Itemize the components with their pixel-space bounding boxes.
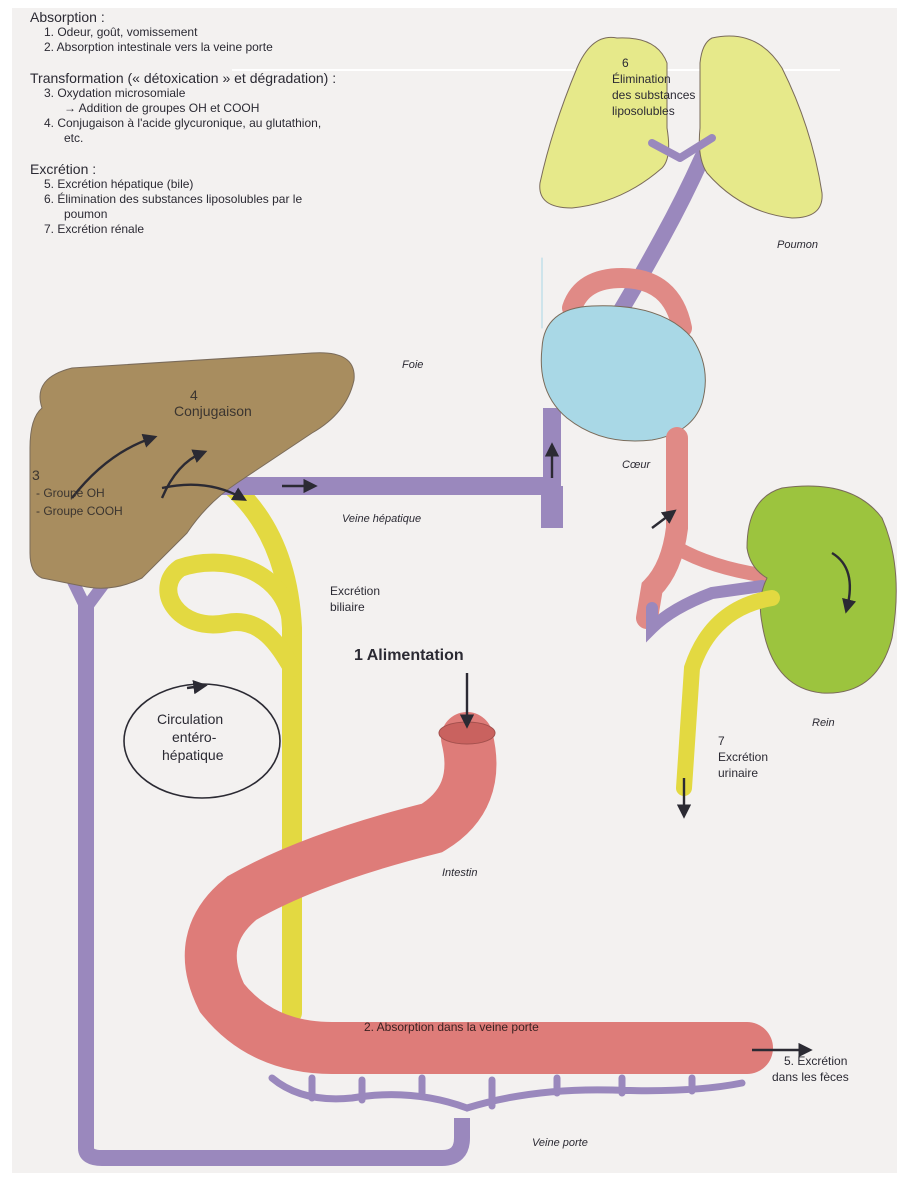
conjugaison-label: Conjugaison [174, 404, 252, 419]
oxidation-step-number: 3 [32, 468, 40, 483]
transformation-title: Transformation (« détoxication » et dégr… [30, 71, 550, 86]
groupe-oh-label: - Groupe OH [36, 486, 105, 501]
left-lung [540, 37, 669, 208]
lung-number: 6 [622, 56, 629, 71]
kidney-shape [747, 486, 896, 693]
rein-label: Rein [812, 716, 835, 731]
circulation-line3: hépatique [162, 748, 224, 763]
excretion-urinaire-line2: urinaire [718, 766, 758, 781]
legend-item-5: 5. Excrétion hépatique (bile) [30, 177, 550, 192]
intestine-opening [439, 722, 495, 744]
circulation-line1: Circulation [157, 712, 223, 727]
legend-item-6: 6. Élimination des substances liposolubl… [30, 192, 550, 207]
excretion-title: Excrétion : [30, 162, 550, 177]
alimentation-label: 1 Alimentation [354, 648, 464, 663]
diagram-page: Absorption : 1. Odeur, goût, vomissement… [12, 8, 897, 1173]
poumon-label: Poumon [777, 238, 818, 253]
absorption-title: Absorption : [30, 10, 550, 25]
renal-step-number: 7 [718, 734, 725, 749]
legend-item-4-cont: etc. [30, 131, 550, 146]
descending-aorta [647, 438, 677, 618]
feces-line1: 5. Excrétion [784, 1054, 847, 1069]
portal-capillaries [272, 1078, 742, 1108]
veine-porte-label: Veine porte [532, 1136, 588, 1151]
legend-item-2: 2. Absorption intestinale vers la veine … [30, 40, 550, 55]
liver-step-number: 4 [190, 388, 198, 403]
veine-hepatique-label: Veine hépatique [342, 512, 421, 527]
lung-label-line2: des substances [612, 88, 695, 103]
lung-label-line3: liposolubles [612, 104, 675, 119]
right-lung [699, 36, 822, 218]
legend-item-3-sub: → Addition de groupes OH et COOH [30, 101, 550, 116]
lung-label-line1: Élimination [612, 72, 671, 87]
legend-item-4: 4. Conjugaison à l'acide glycuronique, a… [30, 116, 550, 131]
excretion-biliaire-line1: Excrétion [330, 584, 380, 599]
legend-item-7: 7. Excrétion rénale [30, 222, 550, 237]
foie-label: Foie [402, 358, 423, 373]
legend-item-6-cont: poumon [30, 207, 550, 222]
legend-item-1: 1. Odeur, goût, vomissement [30, 25, 550, 40]
legend-item-3: 3. Oxydation microsomiale [30, 86, 550, 101]
absorption-veine-porte-label: 2. Absorption dans la veine porte [364, 1020, 539, 1035]
circulation-line2: entéro- [172, 730, 216, 745]
groupe-cooh-label: - Groupe COOH [36, 504, 123, 519]
legend: Absorption : 1. Odeur, goût, vomissement… [30, 8, 550, 237]
excretion-biliaire-line2: biliaire [330, 600, 365, 615]
excretion-urinaire-line1: Excrétion [718, 750, 768, 765]
feces-line2: dans les fèces [772, 1070, 849, 1085]
gallbladder-loop [168, 563, 292, 668]
coeur-label: Cœur [622, 458, 650, 473]
intestin-label: Intestin [442, 866, 477, 881]
